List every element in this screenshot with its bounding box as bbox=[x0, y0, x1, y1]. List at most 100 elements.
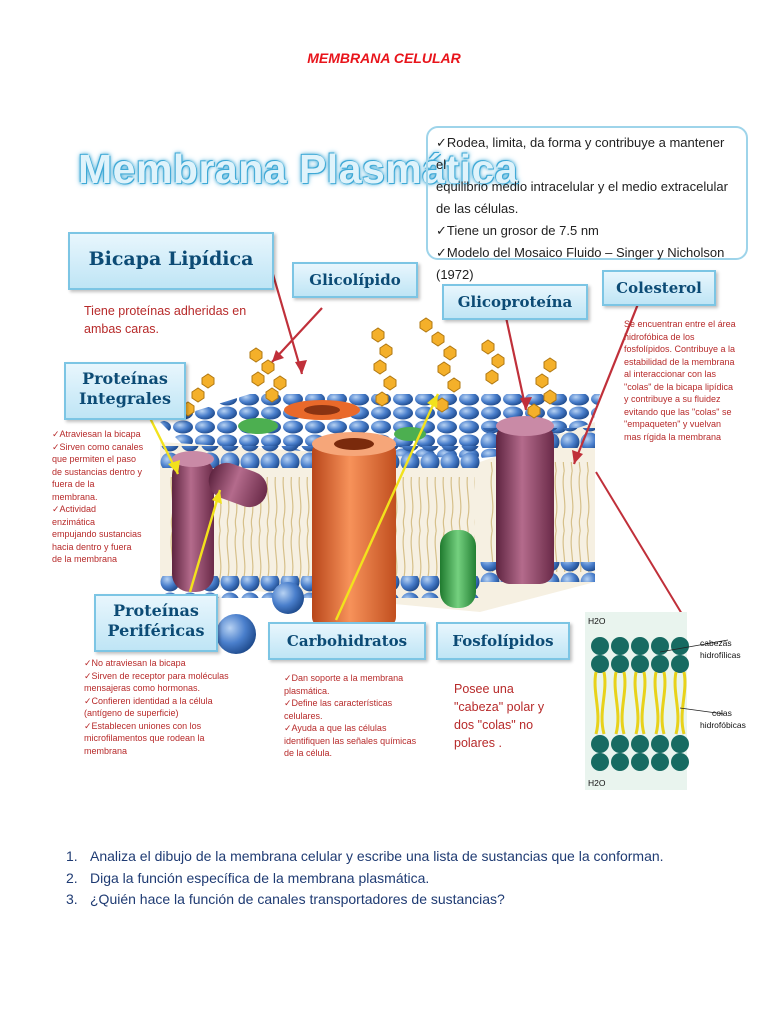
desc-line: Se encuentran entre el área bbox=[624, 319, 736, 329]
desc-line: Tiene proteínas adheridas en bbox=[84, 304, 247, 318]
desc-line: ✓Ayuda a que las células bbox=[284, 723, 387, 733]
hidrofobicas-label: hidrofóbicas bbox=[700, 720, 746, 730]
desc-line: de la membrana bbox=[52, 554, 118, 564]
desc-line: empujando sustancias bbox=[52, 529, 142, 539]
h2o-bottom: H2O bbox=[588, 778, 606, 788]
question-text: ¿Quién hace la función de canales transp… bbox=[90, 891, 505, 907]
info-line: de las células. bbox=[436, 201, 519, 216]
question-item: 2. Diga la función específica de la memb… bbox=[66, 868, 722, 890]
info-line: ✓Rodea, limita, da forma y contribuye a … bbox=[436, 135, 725, 172]
desc-bicapa: Tiene proteínas adheridas en ambas caras… bbox=[84, 302, 246, 338]
label-colesterol: Colesterol bbox=[602, 270, 716, 306]
label-glicolipido: Glicolípido bbox=[292, 262, 418, 298]
label-fosfolipidos: Fosfolípidos bbox=[436, 622, 570, 660]
desc-line: ✓Sirven de receptor para moléculas bbox=[84, 670, 229, 681]
desc-line: "colas" de la bicapa lipídica bbox=[624, 381, 733, 392]
desc-line: mensajeras como hormonas. bbox=[84, 683, 201, 693]
info-line: (1972) bbox=[436, 267, 474, 282]
desc-line: y contribuye a su fluidez bbox=[624, 394, 721, 404]
arrow-fosfolipidos-inset bbox=[595, 471, 683, 615]
desc-line: identifiquen las señales químicas bbox=[284, 735, 417, 746]
desc-line: mas rígida la membrana bbox=[624, 431, 722, 442]
question-item: 1. Analiza el dibujo de la membrana celu… bbox=[66, 846, 722, 868]
colas-label: colas bbox=[712, 708, 732, 718]
green-protein-top-left bbox=[238, 418, 278, 434]
desc-line: ✓Define las características bbox=[284, 698, 393, 708]
label-carbohidratos: Carbohidratos bbox=[268, 622, 426, 660]
desc-line: plasmática. bbox=[284, 685, 330, 696]
label-proteinas-perifericas: Proteínas Periféricas bbox=[94, 594, 218, 652]
desc-line: ambas caras. bbox=[84, 322, 160, 336]
arrow-glicolipido bbox=[271, 307, 323, 363]
arrow-bicapa bbox=[268, 263, 304, 375]
label-integrales-line2: Integrales bbox=[79, 389, 171, 408]
desc-line: Posee una bbox=[454, 682, 514, 696]
desc-line: que permiten el paso bbox=[52, 454, 137, 464]
desc-line: evitando que las "colas" se bbox=[624, 406, 732, 417]
desc-line: dos "colas" no bbox=[454, 718, 534, 732]
info-line: ✓Modelo del Mosaico Fluido – Singer y Ni… bbox=[436, 245, 725, 260]
green-protein-lower bbox=[440, 530, 476, 608]
integral-protein-purple-left bbox=[172, 451, 214, 592]
desc-line: ✓Confieren identidad a la célula bbox=[84, 695, 213, 706]
document-title: MEMBRANA CELULAR bbox=[307, 50, 461, 66]
desc-line: microfilamentos que rodean la bbox=[84, 733, 205, 743]
label-perifericas-line1: Proteínas bbox=[113, 601, 199, 620]
label-integrales-line1: Proteínas bbox=[82, 369, 168, 388]
desc-line: enzimática bbox=[52, 516, 96, 527]
membrane-info-box: ✓Rodea, limita, da forma y contribuye a … bbox=[426, 126, 748, 282]
desc-line: membrana bbox=[84, 745, 128, 756]
desc-line: hidrofóbica de los bbox=[624, 331, 695, 342]
question-number: 2. bbox=[66, 869, 78, 886]
question-number: 1. bbox=[66, 848, 78, 864]
desc-line: "cabeza" polar y bbox=[454, 700, 545, 714]
info-line: ✓Tiene un grosor de 7.5 nm bbox=[436, 223, 599, 238]
desc-line: fuera de la bbox=[52, 479, 95, 489]
desc-line: ✓No atraviesan la bicapa bbox=[84, 658, 186, 668]
label-glicoproteina: Glicoproteína bbox=[442, 284, 588, 320]
desc-line: fosfolípidos. Contribuye a la bbox=[624, 344, 736, 354]
bilayer-inset: H2O H2O cabezas hidrofílicas colas hidro… bbox=[585, 612, 746, 790]
arrow-carbohidratos bbox=[334, 393, 440, 621]
desc-perifericas: ✓No atraviesan la bicapa ✓Sirven de rece… bbox=[84, 657, 244, 757]
desc-colesterol: Se encuentran entre el área hidrofóbica … bbox=[624, 318, 760, 443]
membrane-figure: Membrana Plasmática ✓Rodea, limita, da f… bbox=[40, 112, 760, 812]
info-line: equilibrio medio intracelular y el medio… bbox=[436, 179, 728, 194]
arrow-perifericas bbox=[188, 489, 222, 593]
question-item: 3. ¿Quién hace la función de canales tra… bbox=[66, 889, 722, 911]
top-orange-protein bbox=[284, 400, 360, 420]
carbohydrate-chains bbox=[181, 317, 557, 419]
desc-line: ✓Establecen uniones con los bbox=[84, 720, 202, 731]
question-text: Diga la función específica de la membran… bbox=[90, 869, 430, 886]
question-text: Analiza el dibujo de la membrana celular… bbox=[90, 848, 664, 864]
peripheral-protein-purple bbox=[208, 462, 268, 508]
desc-line: al interaccionar con las bbox=[624, 369, 717, 379]
question-number: 3. bbox=[66, 891, 78, 907]
figure-main-title: Membrana Plasmática bbox=[78, 146, 519, 192]
cabezas-label: cabezas bbox=[700, 638, 732, 648]
desc-line: "empaqueten" y vuelvan bbox=[624, 419, 721, 429]
desc-line: (antígeno de superficie) bbox=[84, 708, 179, 718]
label-bicapa-lipidica: Bicapa Lipídica bbox=[68, 232, 274, 290]
h2o-top: H2O bbox=[588, 616, 606, 626]
integral-protein-purple-right bbox=[496, 416, 554, 584]
desc-fosfolipidos: Posee una "cabeza" polar y dos "colas" n… bbox=[454, 680, 580, 752]
desc-line: celulares. bbox=[284, 710, 323, 721]
desc-line: polares . bbox=[454, 736, 502, 750]
desc-line: ✓Atraviesan la bicapa bbox=[52, 429, 141, 439]
arrow-glicoproteina bbox=[502, 307, 528, 411]
question-list: 1. Analiza el dibujo de la membrana celu… bbox=[66, 846, 722, 911]
desc-line: de la célula. bbox=[284, 748, 333, 758]
arrow-colesterol bbox=[572, 293, 644, 465]
label-perifericas-line2: Periféricas bbox=[107, 621, 205, 640]
desc-line: ✓Sirven como canales bbox=[52, 441, 144, 452]
desc-carbohidratos: ✓Dan soporte a la membrana plasmática. ✓… bbox=[284, 672, 434, 760]
desc-line: membrana. bbox=[52, 491, 98, 502]
desc-line: hacia dentro y fuera bbox=[52, 541, 132, 552]
desc-line: estabilidad de la membrana bbox=[624, 356, 735, 367]
label-proteinas-integrales: Proteínas Integrales bbox=[64, 362, 186, 420]
membrane-illustration: H2O H2O cabezas hidrofílicas colas hidro… bbox=[146, 263, 746, 790]
channel-protein-orange bbox=[312, 432, 396, 627]
desc-integrales: ✓Atraviesan la bicapa ✓Sirven como canal… bbox=[52, 428, 164, 566]
desc-line: de sustancias dentro y bbox=[52, 466, 143, 477]
